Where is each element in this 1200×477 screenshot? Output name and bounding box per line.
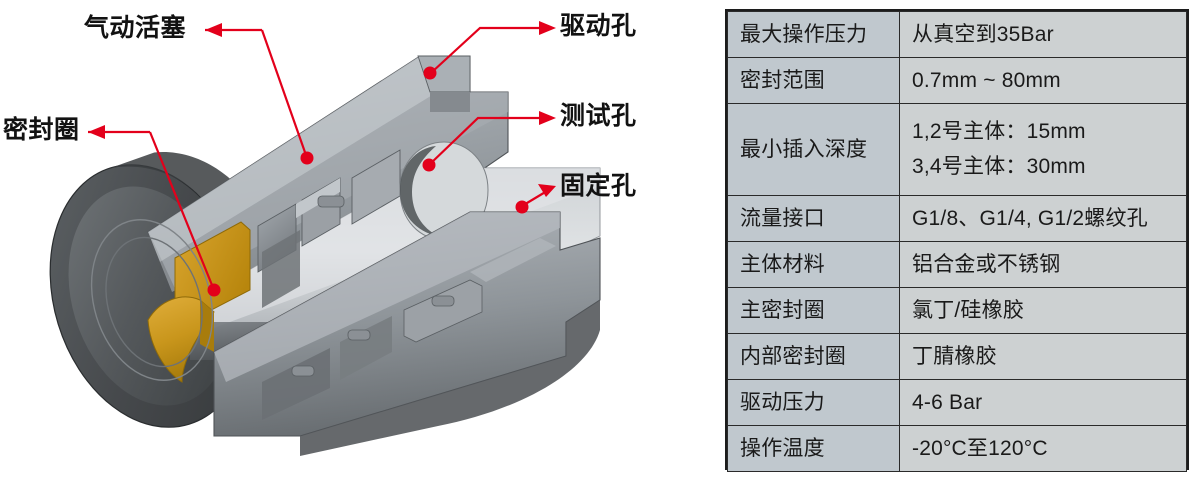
cad-cutaway-illustration [49, 55, 601, 456]
spec-key-cell: 密封范围 [727, 57, 900, 104]
spec-value-line: 氯丁/硅橡胶 [912, 298, 1025, 322]
callout-label-drive-hole: 驱动孔 [560, 12, 637, 40]
spec-key-cell: 主体材料 [727, 241, 900, 288]
spec-value-line: 1,2号主体：15mm [912, 120, 1086, 144]
lower-body-pocket-details [262, 238, 556, 420]
spec-value-line: 铝合金或不锈钢 [912, 252, 1061, 276]
spec-value-cell: 丁腈橡胶 [899, 333, 1187, 380]
callout-label-seal-ring: 密封圈 [3, 116, 80, 144]
pneumatic-piston-features [257, 149, 401, 308]
spec-value-line: -20°C至120°C [912, 436, 1048, 460]
spec-key-cell: 内部密封圈 [727, 333, 900, 380]
callout-label-test-hole: 测试孔 [560, 102, 637, 130]
spec-value-line: 从真空到35Bar [912, 22, 1054, 46]
spec-value-cell: 0.7mm ~ 80mm [899, 57, 1187, 104]
spec-value-line: 丁腈橡胶 [912, 344, 997, 368]
spec-value-line: G1/8、G1/4, G1/2螺纹孔 [912, 206, 1148, 230]
spec-table-row: 最小插入深度 1,2号主体：15mm 3,4号主体：30mm [727, 103, 1187, 196]
spec-table-row: 驱动压力 4-6 Bar [727, 379, 1187, 426]
spec-value-line: 0.7mm ~ 80mm [912, 68, 1061, 92]
spec-value-cell: G1/8、G1/4, G1/2螺纹孔 [899, 195, 1187, 242]
spec-value-line: 4-6 Bar [912, 390, 983, 414]
spec-key-cell: 主密封圈 [727, 287, 900, 334]
spec-value-cell: 氯丁/硅橡胶 [899, 287, 1187, 334]
spec-key-cell: 操作温度 [727, 425, 900, 472]
spec-table-row: 内部密封圈丁腈橡胶 [727, 333, 1187, 380]
spec-key-cell: 驱动压力 [727, 379, 900, 426]
spec-value-cell: 1,2号主体：15mm 3,4号主体：30mm [899, 103, 1187, 196]
spec-value-cell: 铝合金或不锈钢 [899, 241, 1187, 288]
spec-table-row: 操作温度 -20°C至120°C [727, 425, 1187, 472]
spec-table-row: 主密封圈氯丁/硅橡胶 [727, 287, 1187, 334]
spec-value-line: 3,4号主体：30mm [912, 155, 1086, 178]
spec-table-row: 密封范围 0.7mm ~ 80mm [727, 57, 1187, 104]
callout-label-pneumatic-piston: 气动活塞 [84, 14, 187, 42]
spec-key-cell: 最小插入深度 [727, 103, 900, 196]
spec-key-cell: 流量接口 [727, 195, 900, 242]
spec-table-row: 流量接口 G1/8、G1/4, G1/2螺纹孔 [727, 195, 1187, 242]
spec-value-cell: -20°C至120°C [899, 425, 1187, 472]
callout-label-fixing-hole: 固定孔 [560, 172, 637, 200]
spec-key-cell: 最大操作压力 [727, 11, 900, 58]
cad-diagram-panel: 气动活塞 密封圈 驱动孔 测试孔 固定孔 [3, 12, 637, 456]
spec-value-cell: 从真空到35Bar [899, 11, 1187, 58]
spec-table-row: 主体材料铝合金或不锈钢 [727, 241, 1187, 288]
spec-table-row: 最大操作压力从真空到35Bar [727, 11, 1187, 58]
spec-value-cell: 4-6 Bar [899, 379, 1187, 426]
